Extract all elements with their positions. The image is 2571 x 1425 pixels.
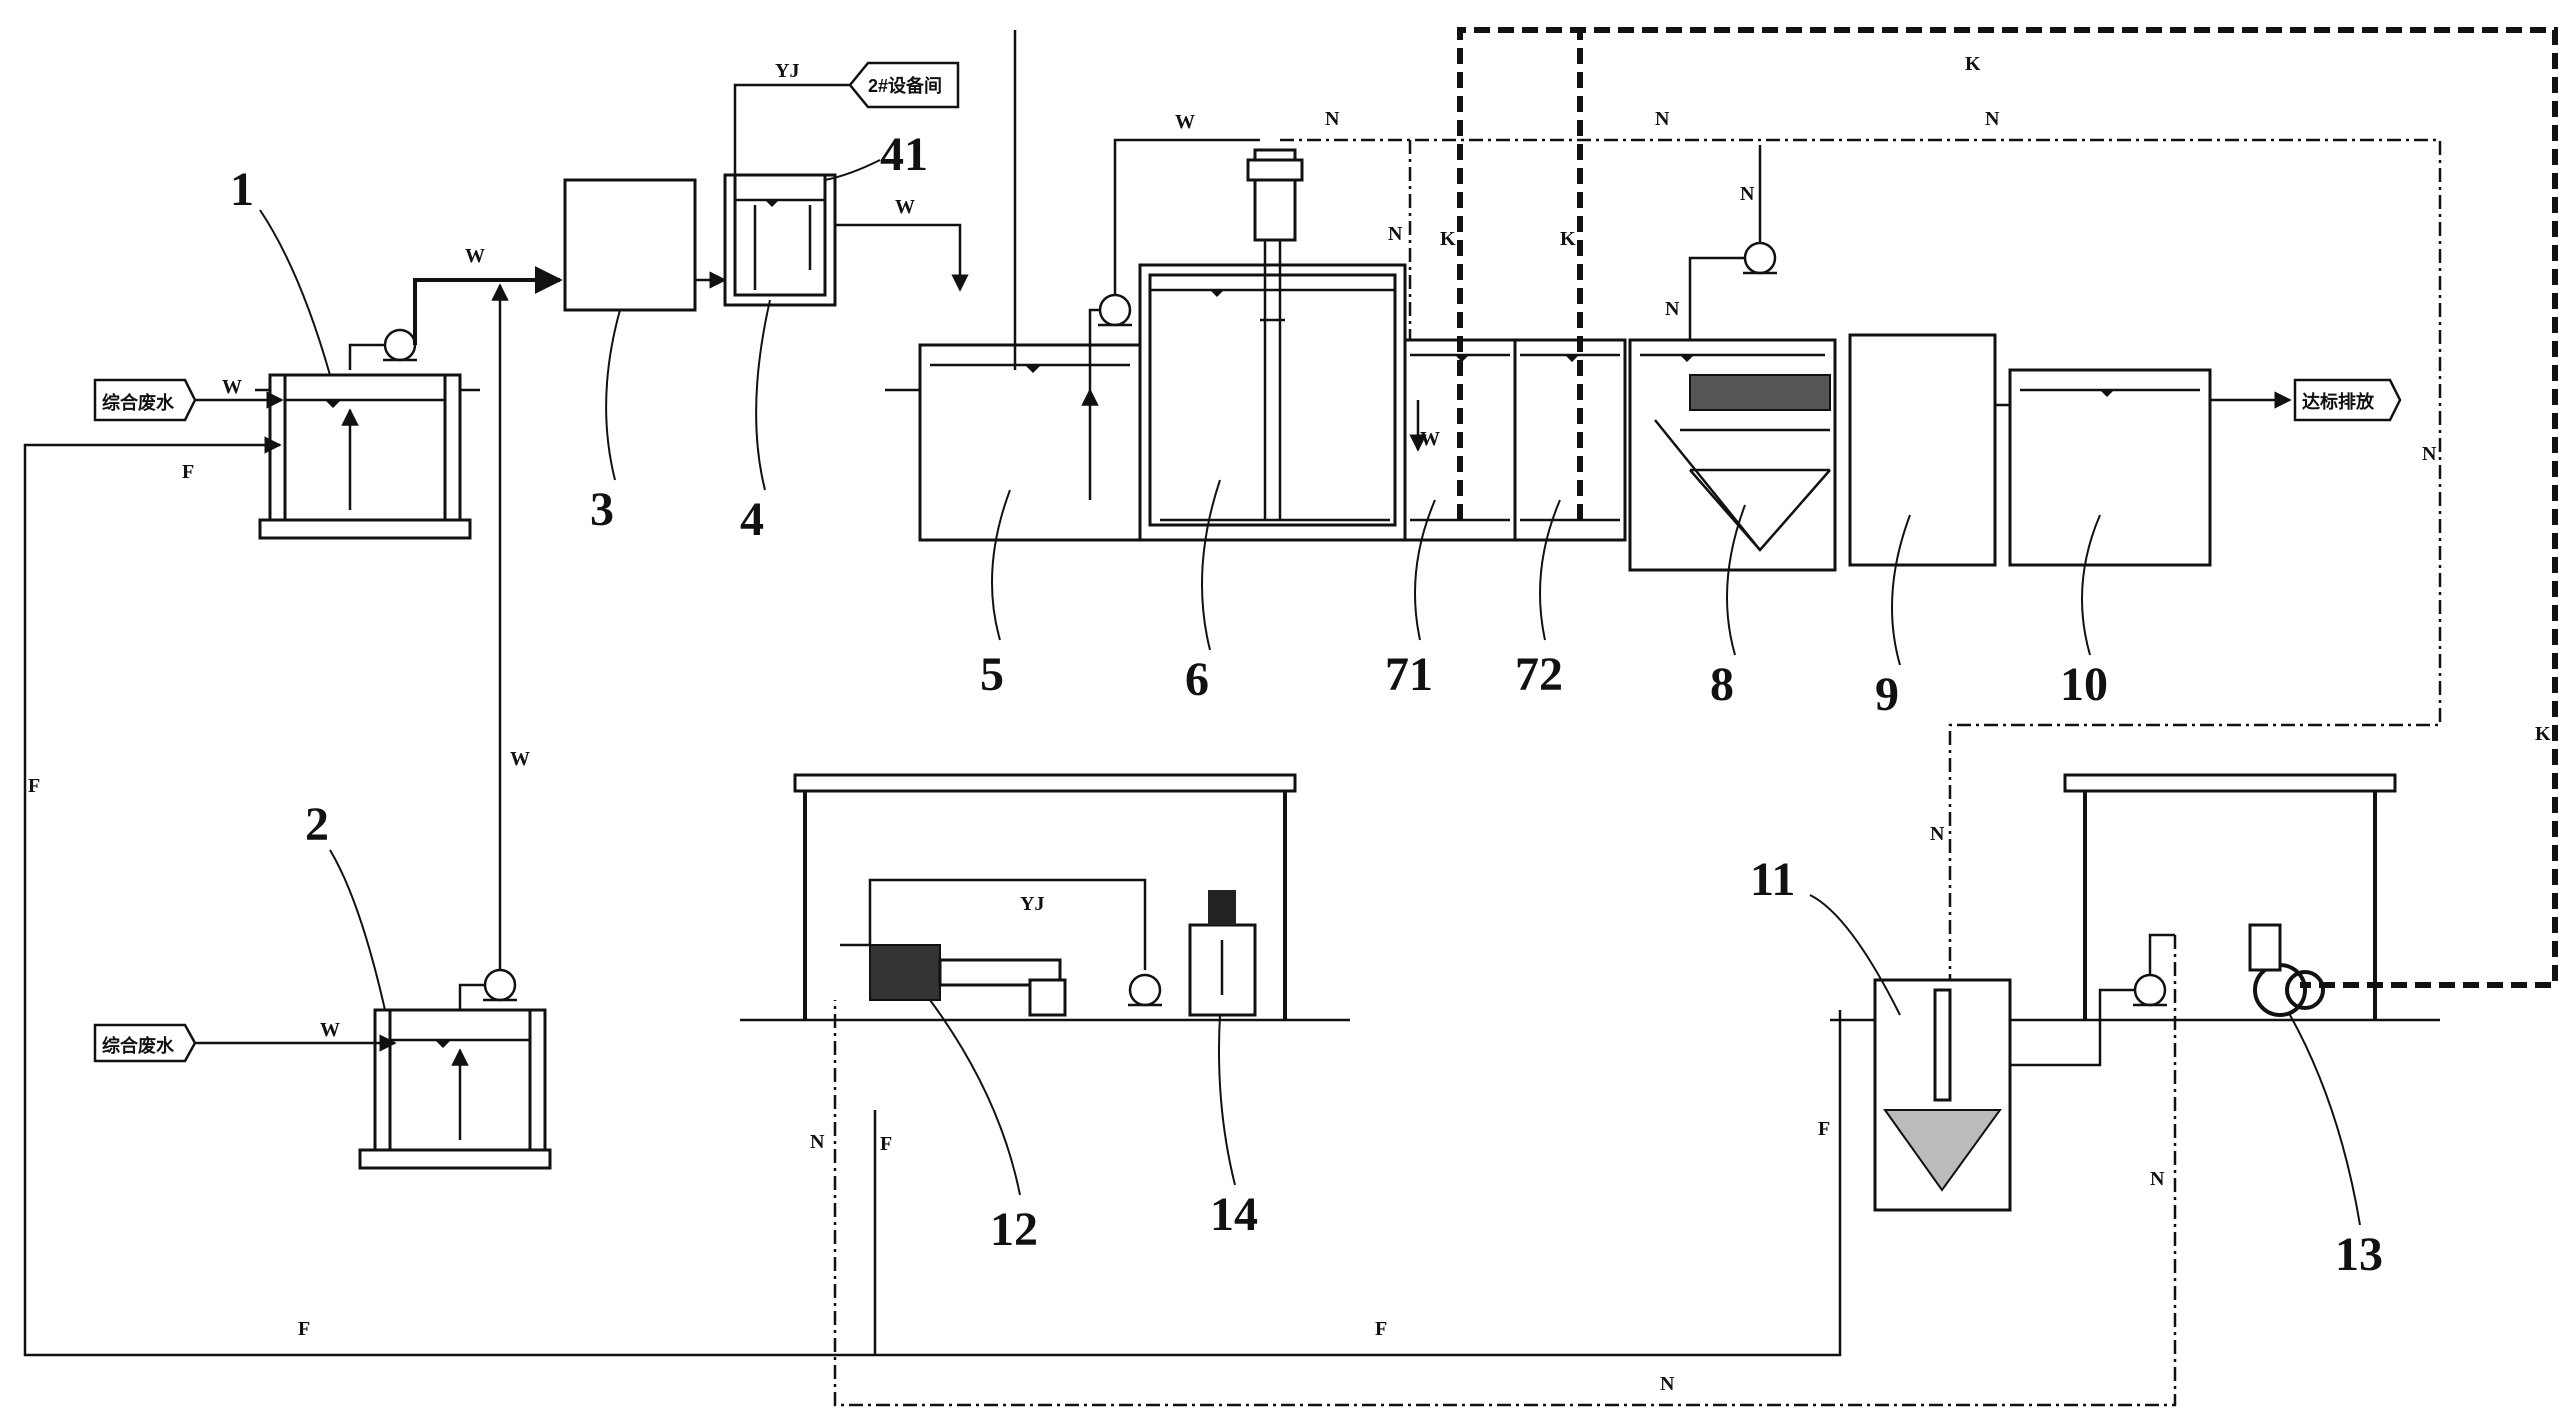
- pump-1: [348, 278, 500, 370]
- svg-text:N: N: [1985, 108, 2000, 130]
- svg-text:F: F: [182, 461, 194, 483]
- tank-72: [1513, 338, 1627, 542]
- pump-13: [2010, 933, 2175, 1067]
- shelter-13: [2060, 773, 2440, 1022]
- tank-10: [2008, 368, 2292, 567]
- svg-text:10: 10: [2060, 658, 2108, 711]
- svg-text:8: 8: [1710, 658, 1734, 711]
- svg-text:9: 9: [1875, 668, 1899, 721]
- unit-labels: 1 2 3 4 41 5 6 71 72 8 9 10 11 12 14 13: [230, 128, 2383, 1281]
- blower-13: [2248, 923, 2325, 1017]
- clarifier-8: [1628, 338, 1837, 572]
- svg-text:W: W: [1175, 111, 1195, 133]
- k-air-line: K K K K: [1440, 27, 2558, 988]
- svg-text:K: K: [1965, 53, 1981, 75]
- svg-text:W: W: [510, 748, 530, 770]
- svg-text:W: W: [320, 1019, 340, 1041]
- equip-room-tag: 2#设备间: [848, 61, 960, 109]
- shelter-12-14: [740, 773, 1350, 1022]
- svg-text:N: N: [2150, 1168, 2165, 1190]
- discharge-tag: 达标排放: [2293, 378, 2402, 422]
- svg-text:N: N: [1388, 223, 1403, 245]
- tank-6: [1138, 148, 1407, 542]
- pump-2: W W: [458, 245, 563, 1010]
- svg-text:41: 41: [880, 128, 928, 181]
- svg-text:K: K: [1560, 228, 1576, 250]
- svg-text:YJ: YJ: [775, 60, 799, 82]
- svg-text:N: N: [1655, 108, 1670, 130]
- tank-5: [885, 30, 1142, 542]
- svg-text:N: N: [2422, 443, 2437, 465]
- svg-text:F: F: [1375, 1318, 1387, 1340]
- unit-3: [563, 178, 727, 312]
- pump-8: N N: [1665, 145, 1777, 340]
- svg-text:综合废水: 综合废水: [102, 1035, 175, 1056]
- filter-press-12: YJ: [840, 878, 1147, 1017]
- tank-2: [358, 1008, 552, 1170]
- pump-5: W: [1088, 111, 1260, 390]
- svg-text:F: F: [1818, 1118, 1830, 1140]
- inlet-tag-2: 综合废水 W: [93, 1019, 397, 1063]
- svg-text:14: 14: [1210, 1188, 1258, 1241]
- n-return-top: N N N N N N: [1280, 108, 2442, 980]
- svg-text:13: 13: [2335, 1228, 2383, 1281]
- f-return-line: F F F F F F: [23, 436, 1842, 1357]
- svg-text:K: K: [2535, 723, 2551, 745]
- svg-text:4: 4: [740, 493, 764, 546]
- svg-text:K: K: [1440, 228, 1456, 250]
- svg-text:W: W: [1420, 428, 1440, 450]
- unit-4: W YJ: [723, 60, 969, 307]
- svg-text:N: N: [810, 1131, 825, 1153]
- inlet-tag-1: 综合废水 W: [93, 376, 284, 422]
- n-return-line: N N N: [810, 935, 2177, 1407]
- svg-text:71: 71: [1385, 648, 1433, 701]
- unit-9: W: [1848, 333, 2032, 567]
- svg-text:2#设备间: 2#设备间: [868, 75, 942, 96]
- svg-text:11: 11: [1750, 853, 1795, 906]
- svg-text:N: N: [1740, 183, 1755, 205]
- svg-text:F: F: [880, 1133, 892, 1155]
- pump-12: [1128, 973, 1162, 1007]
- svg-text:F: F: [298, 1318, 310, 1340]
- sludge-tank-11: [1830, 978, 2060, 1212]
- svg-text:2: 2: [305, 798, 329, 851]
- svg-text:N: N: [1665, 298, 1680, 320]
- svg-text:72: 72: [1515, 648, 1563, 701]
- svg-text:达标排放: 达标排放: [2302, 391, 2375, 412]
- svg-text:N: N: [1930, 823, 1945, 845]
- tank-1: [255, 373, 480, 540]
- dosing-tank-14: [1188, 890, 1257, 1017]
- svg-text:5: 5: [980, 648, 1004, 701]
- svg-text:12: 12: [990, 1203, 1038, 1256]
- svg-text:F: F: [28, 775, 40, 797]
- svg-text:6: 6: [1185, 653, 1209, 706]
- svg-text:N: N: [1660, 1373, 1675, 1395]
- svg-text:W: W: [895, 196, 915, 218]
- svg-text:1: 1: [230, 163, 254, 216]
- svg-text:综合废水: 综合废水: [102, 392, 175, 413]
- svg-text:YJ: YJ: [1020, 893, 1044, 915]
- svg-text:W: W: [222, 376, 242, 398]
- svg-text:3: 3: [590, 483, 614, 536]
- svg-text:N: N: [1325, 108, 1340, 130]
- svg-text:W: W: [465, 245, 485, 267]
